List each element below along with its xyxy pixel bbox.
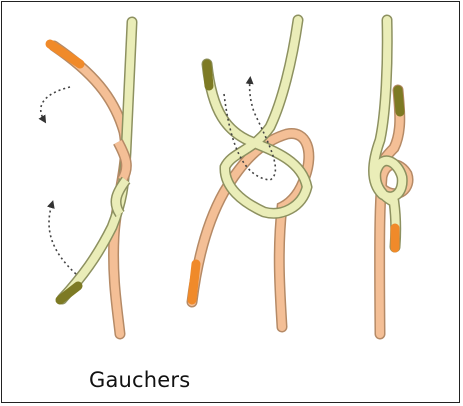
olive-tip [60, 286, 78, 300]
olive-tip [398, 90, 400, 112]
rotate-arrow-top [41, 87, 70, 120]
step-1-crossed-ends [41, 22, 132, 334]
orange-tip [192, 264, 196, 300]
cream-rope [207, 20, 307, 213]
rotate-arrow-bottom [49, 204, 76, 274]
step-2-loop-over [192, 20, 309, 327]
step-3-finished-knot [374, 20, 409, 334]
orange-tip [50, 44, 80, 64]
olive-tip [207, 64, 209, 86]
caption: Gauchers [89, 368, 190, 392]
